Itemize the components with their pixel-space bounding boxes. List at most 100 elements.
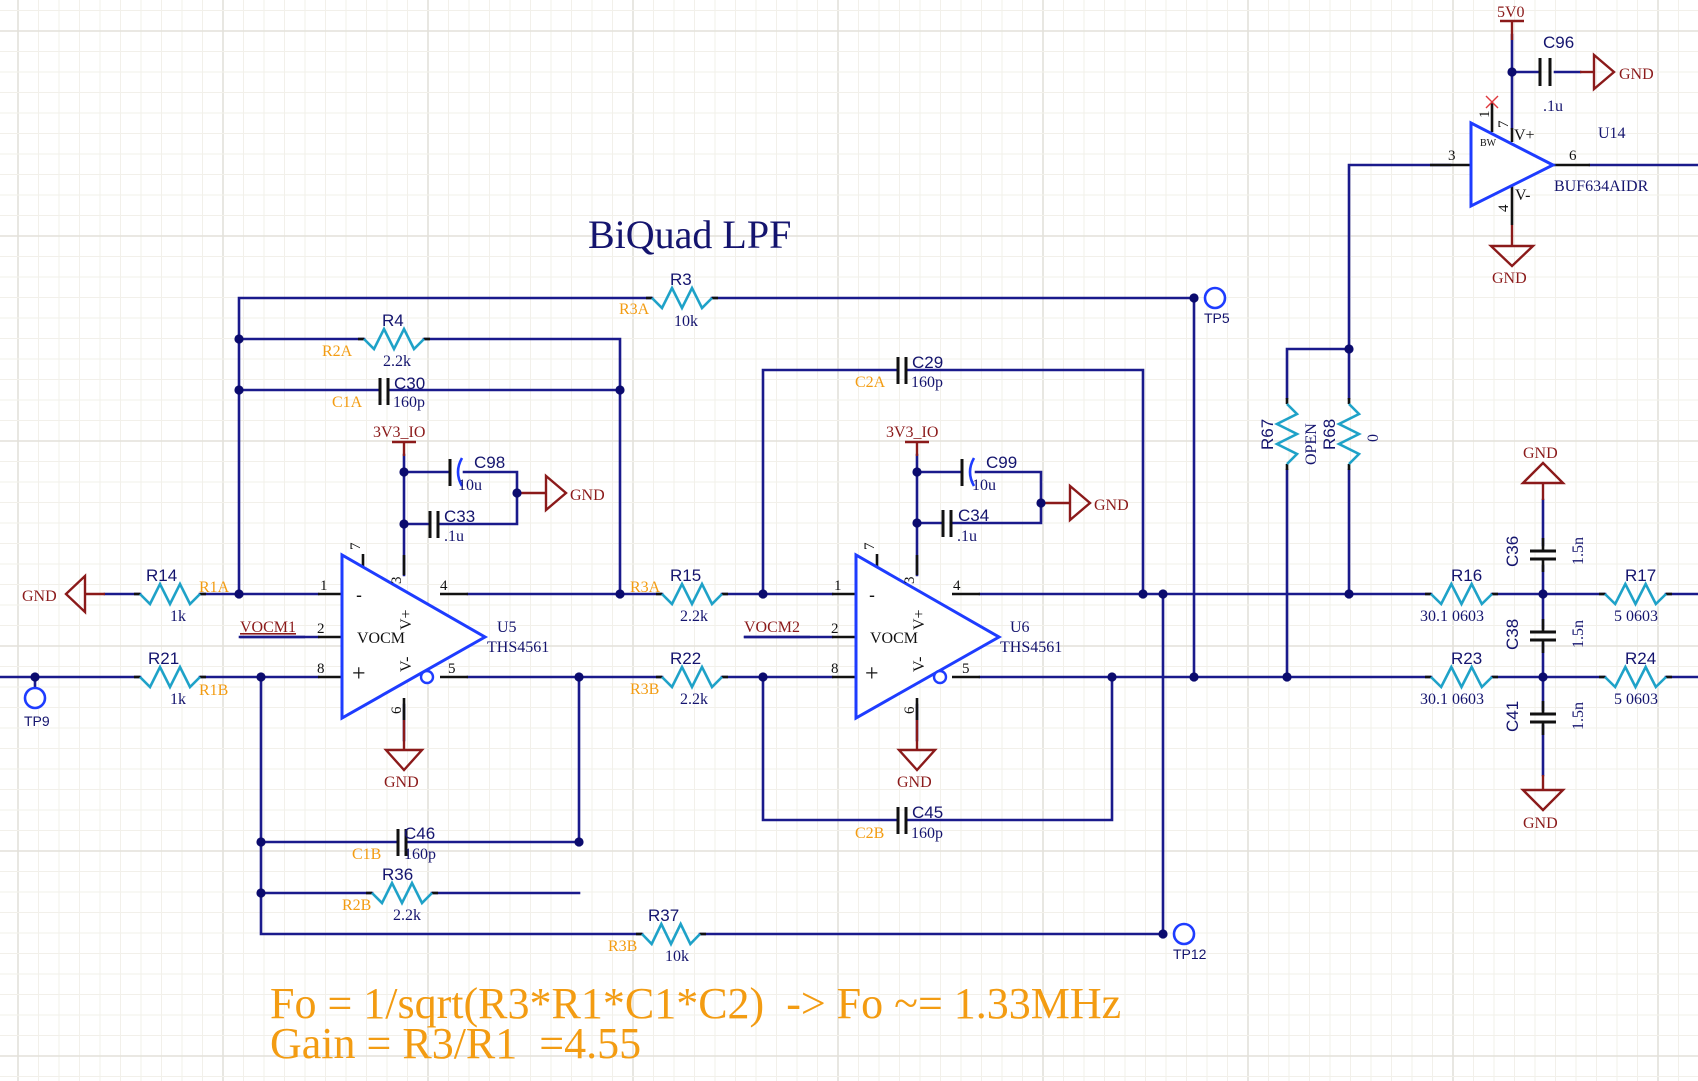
power-symbols <box>64 19 1616 812</box>
u5-pin-2: 2 <box>317 621 325 637</box>
resistor-ref: R68 <box>1320 419 1339 450</box>
power-label-3v3-u5: 3V3_IO <box>373 424 425 441</box>
capacitor-c34[interactable] <box>941 510 953 537</box>
cap-ref-c29: C29 <box>912 353 943 372</box>
junction-dot <box>574 837 584 847</box>
net-label-r3b-bottom: R3B <box>608 938 637 955</box>
test-point-label-tp5: TP5 <box>1204 310 1230 326</box>
net-label-vocm2: VOCM2 <box>744 619 800 636</box>
capacitor-c46[interactable] <box>396 829 408 856</box>
cap-value-c46: 160p <box>404 846 436 863</box>
junction-dot <box>399 519 409 529</box>
resistor-zigzag-icon <box>1430 664 1493 690</box>
resistor-ref: R3 <box>670 270 692 289</box>
gnd-icon <box>1520 461 1566 485</box>
resistor-ref: R14 <box>146 566 177 585</box>
opamp-u5[interactable] <box>340 552 489 721</box>
capacitor-c36[interactable] <box>1530 538 1556 572</box>
u6-pin-4: 4 <box>953 578 961 594</box>
cap-value-c36: 1.5n <box>1570 537 1587 565</box>
capacitor-c45[interactable] <box>896 807 908 834</box>
opamp-u14[interactable] <box>1469 120 1557 209</box>
wire-r68-top-to-u14 <box>1347 163 1452 400</box>
gnd-label: GND <box>897 774 932 791</box>
junction-dot <box>1158 929 1168 939</box>
capacitor-c96[interactable] <box>1538 58 1552 86</box>
u6-part: THS4561 <box>1000 639 1062 656</box>
opamp-u6[interactable] <box>854 552 1003 721</box>
resistor-value: OPEN <box>1303 423 1320 465</box>
test-point-label-tp9: TP9 <box>24 713 50 729</box>
cap-ref-c30: C30 <box>394 374 425 393</box>
gnd-label: GND <box>570 487 605 504</box>
capacitor-c29[interactable] <box>896 357 908 384</box>
resistor-zigzag-icon <box>371 880 433 906</box>
u6-plus-sign: + <box>865 661 879 687</box>
resistor-zigzag-icon <box>363 326 425 352</box>
gnd-icon <box>1592 52 1616 92</box>
wire-c99-c34-right <box>951 470 1043 525</box>
cap-value-c29: 160p <box>911 374 943 391</box>
capacitors <box>378 58 1556 856</box>
capacitor-c30[interactable] <box>378 378 390 405</box>
cap-ref-c34: C34 <box>958 506 989 525</box>
resistor-zigzag-icon <box>139 581 201 607</box>
net-label-r1b: R1B <box>199 682 228 699</box>
wire-r37-left <box>259 675 644 936</box>
u6-pin-8: 8 <box>831 661 839 677</box>
junction-dot <box>234 334 244 344</box>
net-label-r2a: R2A <box>322 343 353 360</box>
test-point-tp5[interactable] <box>1203 286 1227 310</box>
junction-dot <box>234 589 244 599</box>
u5-pin-3: 3 <box>389 577 405 585</box>
resistor-ref: R17 <box>1625 566 1656 585</box>
resistor-ref: R16 <box>1451 566 1482 585</box>
u14-bw-label: BW <box>1480 138 1497 149</box>
pin-stubs <box>318 103 1590 720</box>
junction-dot <box>30 672 40 682</box>
resistor-zigzag-icon <box>1604 664 1667 690</box>
capacitor-c98[interactable] <box>448 457 464 487</box>
resistor-value: 1k <box>170 691 186 708</box>
test-point-tp12[interactable] <box>1172 922 1196 946</box>
wire-r67-top <box>1285 347 1351 400</box>
capacitor-c38[interactable] <box>1530 619 1556 653</box>
u5-pin-7: 7 <box>348 542 364 550</box>
cap-ref-c45: C45 <box>912 803 943 822</box>
junction-dot <box>512 488 522 498</box>
cap-ref-c99: C99 <box>986 453 1017 472</box>
cap-value-c98: 10u <box>458 477 482 494</box>
resistor-ref: R4 <box>382 311 404 330</box>
cap-ref-c46: C46 <box>404 824 435 843</box>
cap-ref-c98: C98 <box>474 453 505 472</box>
junction-dot <box>758 589 768 599</box>
junction-dot <box>1189 293 1199 303</box>
capacitor-c41[interactable] <box>1530 701 1556 735</box>
u6-vplus-label: V+ <box>911 609 928 630</box>
test-point-tp9[interactable] <box>23 675 47 710</box>
capacitor-c33[interactable] <box>428 511 440 538</box>
resistor-ref: R36 <box>382 865 413 884</box>
cap-value-c33: .1u <box>444 528 464 545</box>
u5-minus-sign: - <box>356 585 362 605</box>
gnd-icon <box>64 573 87 615</box>
wire-r4-right <box>422 337 622 596</box>
capacitor-c99[interactable] <box>960 457 976 487</box>
net-label-c1a: C1A <box>332 394 363 411</box>
net-label-r1a: R1A <box>199 579 230 596</box>
wire-c29-right <box>906 368 1145 596</box>
resistor-r4[interactable]: R42.2k <box>358 311 430 370</box>
